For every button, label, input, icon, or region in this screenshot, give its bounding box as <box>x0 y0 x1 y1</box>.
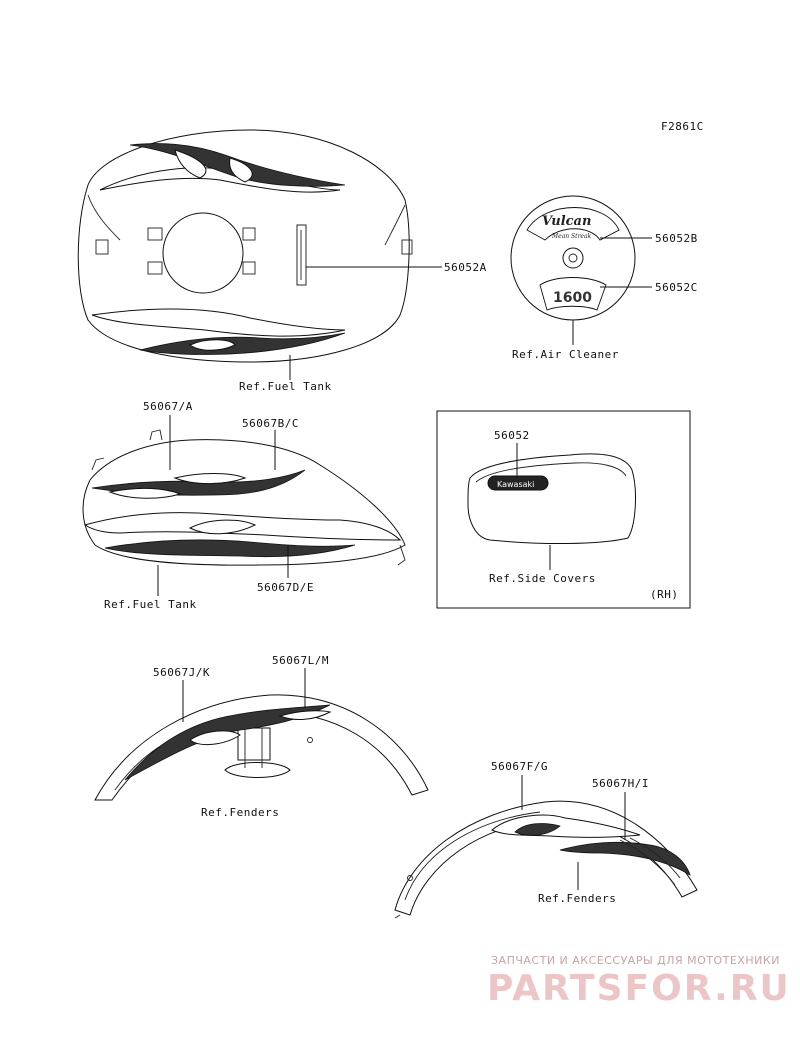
ref-fenders-front: Ref.Fenders <box>201 806 279 819</box>
displacement-emblem <box>539 277 607 311</box>
filler-cap <box>162 212 244 294</box>
vulcan-emblem-text: Vulcan <box>542 214 591 229</box>
callout-56067de: 56067D/E <box>257 581 314 594</box>
callout-56052b: 56052B <box>655 232 698 245</box>
ref-fenders-rear: Ref.Fenders <box>538 892 616 905</box>
ref-side-covers-rh: (RH) <box>650 588 679 601</box>
callout-56067fg: 56067F/G <box>491 760 548 773</box>
watermark-brand: PARTSFOR.RU <box>487 968 791 1009</box>
mean-streak-text: Mean Streak <box>551 233 592 240</box>
fuel-tank-side-view <box>82 415 406 596</box>
front-fender <box>94 668 429 801</box>
callout-56067jk: 56067J/K <box>153 666 210 679</box>
callout-56052a: 56052A <box>444 261 487 274</box>
callout-56067bc: 56067B/C <box>242 417 299 430</box>
callout-56067a: 56067/A <box>143 400 193 413</box>
watermark-caption: ЗАПЧАСТИ И АКСЕССУАРЫ ДЛЯ МОТОТЕХНИКИ <box>491 954 780 967</box>
ref-air-cleaner: Ref.Air Cleaner <box>512 348 619 361</box>
vulcan-emblem <box>526 207 620 241</box>
callout-56067hi: 56067H/I <box>592 777 649 790</box>
side-cover-frame <box>436 410 691 609</box>
watermark: ЗАПЧАСТИ И АКСЕССУАРЫ ДЛЯ МОТОТЕХНИКИ PA… <box>487 954 791 1009</box>
kawasaki-badge-text: Kawasaki <box>497 480 534 489</box>
ref-fuel-tank-top: Ref.Fuel Tank <box>239 380 332 393</box>
rear-fender <box>394 775 698 919</box>
kawasaki-badge <box>487 475 549 491</box>
callout-56052c: 56052C <box>655 281 698 294</box>
ref-side-covers: Ref.Side Covers <box>489 572 596 585</box>
ref-fuel-tank-side: Ref.Fuel Tank <box>104 598 197 611</box>
side-cover-panel: Kawasaki <box>436 410 691 609</box>
figure-code: F2861C <box>661 120 704 133</box>
callout-56067lm: 56067L/M <box>272 654 329 667</box>
fuel-tank-top-view <box>77 129 442 363</box>
callout-56052: 56052 <box>494 429 530 442</box>
displacement-text: 1600 <box>553 290 592 306</box>
air-cleaner: Vulcan Mean Streak 1600 <box>510 195 652 345</box>
